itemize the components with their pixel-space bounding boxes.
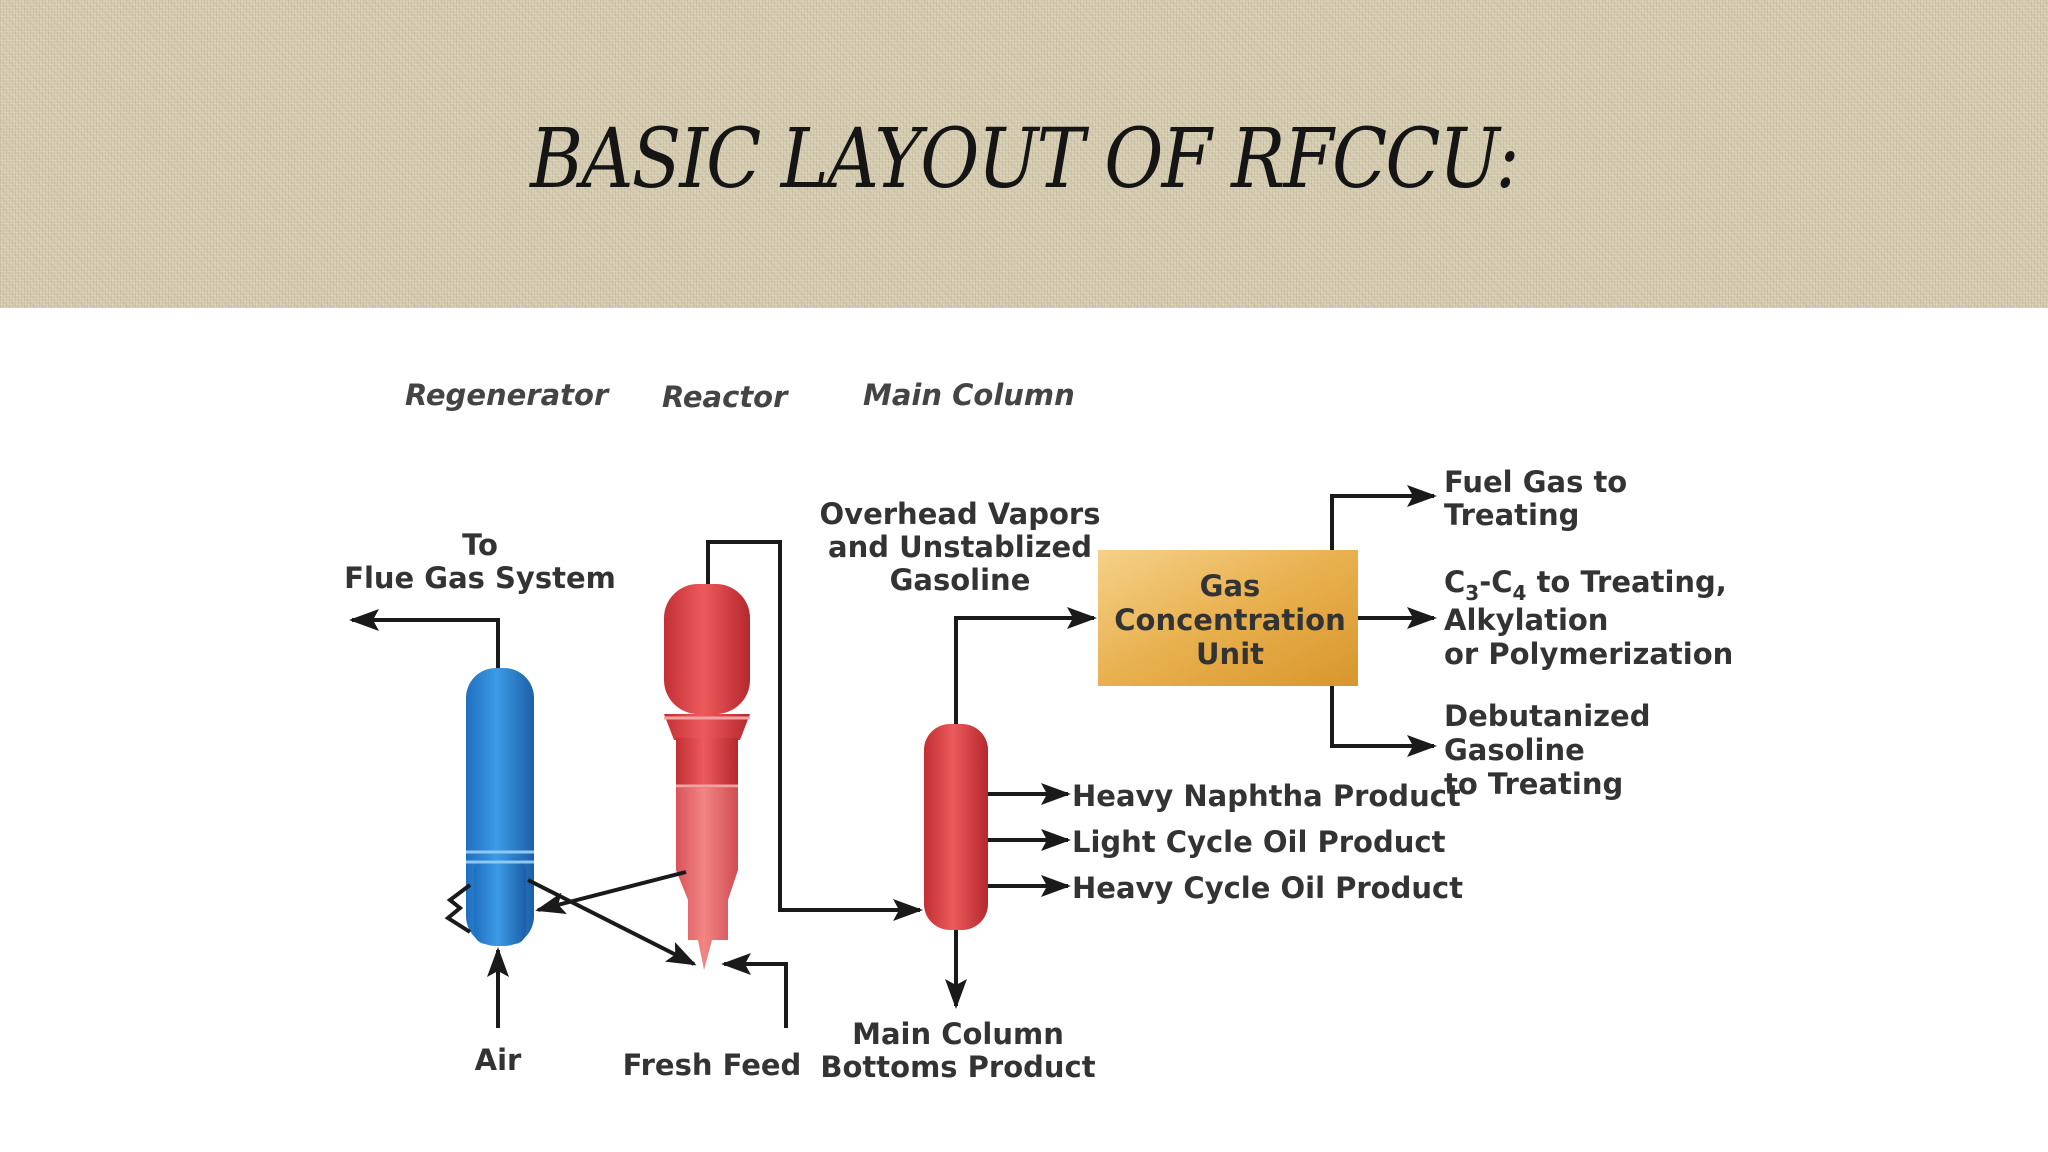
reactor-vessel [664,584,750,970]
fresh-feed-label: Fresh Feed [623,1048,802,1082]
overhead-label-2: and Unstablized [828,530,1092,564]
regenerated-catalyst-arrow [527,878,697,966]
debutanized-label-2: Gasoline [1444,733,1585,767]
overhead-vapor-arrow [954,607,1097,724]
flue-gas-label-2: Flue Gas System [344,561,616,595]
heavy-naphtha-label: Heavy Naphtha Product [1072,779,1461,813]
gas-concentration-unit [1098,550,1358,686]
overhead-label-3: Gasoline [890,563,1031,597]
fuel-gas-label-1: Fuel Gas to [1444,465,1627,499]
debutanized-label-3: to Treating [1444,767,1623,801]
gas-unit-label-3: Unit [1196,637,1264,671]
reactor-header: Reactor [662,380,789,414]
main-column-vessel [924,724,988,930]
spent-catalyst-arrow [535,870,687,914]
flue-gas-arrow [349,609,500,668]
c3c4-label-2: Alkylation [1444,603,1608,637]
regenerator-zigzag-icon [444,883,472,934]
fuel-gas-arrow [1330,485,1437,550]
overhead-label-1: Overhead Vapors [820,497,1101,531]
flue-gas-label-1: To [462,528,498,562]
c3c4-label-3: or Polymerization [1444,637,1733,671]
debutanized-label-1: Debutanized [1444,699,1650,733]
bottoms-label-2: Bottoms Product [820,1050,1095,1084]
fresh-feed-arrow [721,953,788,1028]
gas-unit-label-1: Gas [1200,569,1261,603]
regenerator-header: Regenerator [405,378,610,412]
slide-title: BASIC LAYOUT OF RFCCU: [530,112,1520,207]
reactor-overhead-arrow [706,540,923,921]
bottoms-label-1: Main Column [852,1017,1064,1051]
title-banner: BASIC LAYOUT OF RFCCU: [0,0,2048,308]
heavy-cycle-oil-label: Heavy Cycle Oil Product [1072,871,1463,905]
regenerator-vessel [466,668,534,946]
light-cycle-oil-label: Light Cycle Oil Product [1072,825,1446,859]
fuel-gas-label-2: Treating [1444,498,1579,532]
c3c4-label-1: C3-C4 to Treating, [1444,565,1727,605]
air-label: Air [475,1043,522,1077]
main-column-header: Main Column [863,378,1075,412]
gas-unit-label-2: Concentration [1114,603,1345,637]
debutanized-arrow [1330,686,1437,757]
